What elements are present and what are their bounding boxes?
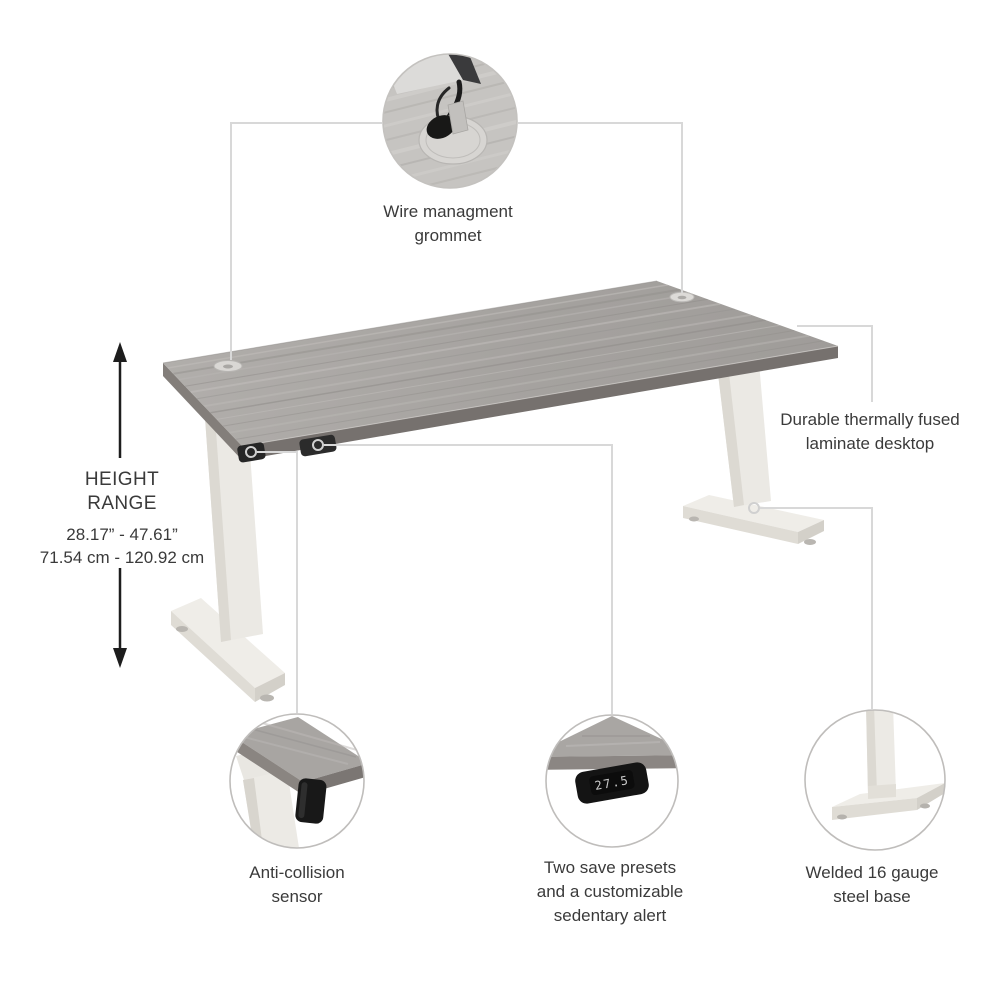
right-leg <box>683 351 824 545</box>
inset-control-panel: 27.5 <box>575 762 649 804</box>
marker-steel-base <box>748 502 760 514</box>
desktop-label: Durable thermally fused laminate desktop <box>780 410 960 453</box>
callout-line-grommet-right <box>518 122 683 293</box>
callout-line-steel-base <box>760 507 873 709</box>
desktop-slab <box>162 280 839 460</box>
presets-label: Two save presets and a customizable sede… <box>536 858 684 925</box>
callout-line-desktop <box>797 325 873 402</box>
inset-steel-base <box>804 709 946 851</box>
control-box <box>299 434 337 457</box>
callout-line-presets <box>324 444 613 714</box>
marker-anti-collision <box>245 446 257 458</box>
height-range-label: HEIGHT RANGE 28.17” - 47.61” 71.54 cm - … <box>39 469 205 567</box>
callout-markers <box>245 439 760 514</box>
anti-collision-sensor <box>237 442 266 463</box>
grommet-hole <box>426 115 456 139</box>
grommet-lid <box>447 100 469 135</box>
wire-grommet-label: Wire managment grommet <box>383 202 513 245</box>
inset-anti-collision <box>229 713 365 849</box>
inset-preset-display: 27.5 <box>545 714 679 848</box>
callout-lines <box>230 122 873 714</box>
inset-wire-grommet <box>382 53 518 189</box>
steel-base-label: Welded 16 gauge steel base <box>805 863 939 906</box>
inset-sensor-cylinder <box>295 778 327 824</box>
right-grommet <box>669 291 695 303</box>
height-range-arrow <box>113 342 127 668</box>
left-leg <box>171 383 285 702</box>
anti-collision-label: Anti-collision sensor <box>249 863 345 906</box>
height-display-value: 27.5 <box>594 773 631 793</box>
marker-presets <box>312 439 324 451</box>
desktop-wood-grain <box>167 284 824 440</box>
left-grommet <box>213 360 243 372</box>
callout-line-anti-collision <box>257 451 298 713</box>
callout-line-grommet-left <box>230 122 382 360</box>
